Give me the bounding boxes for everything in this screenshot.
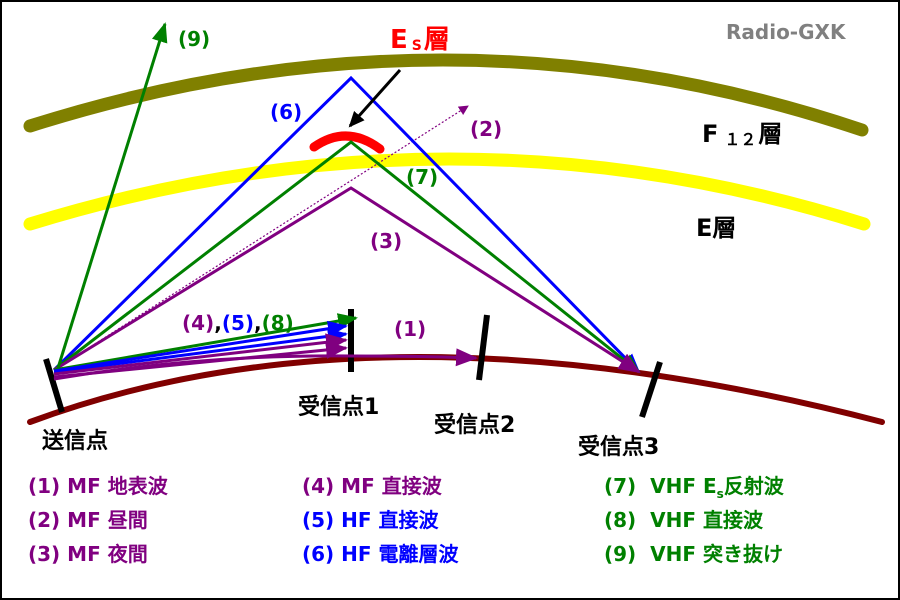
e-layer-arc [23, 152, 871, 231]
rx3-antenna [639, 361, 663, 418]
path-6-hf-sky [52, 75, 641, 374]
path-4-mf-direct-a [53, 333, 348, 376]
path-9-label: (9) [178, 27, 210, 51]
legend-item: (1) MF 地表波 [28, 474, 168, 498]
legend-item: (9) VHF 突き抜け [604, 542, 783, 566]
path-3-mf-night [53, 186, 641, 374]
e-layer-label: E層 [696, 214, 736, 242]
legend-item: (8) VHF 直接波 [604, 508, 763, 532]
path-7-label: (7) [406, 165, 438, 189]
legend-col3: (7) VHF Es反射波 (8) VHF 直接波 (9) VHF 突き抜け [604, 476, 784, 578]
path-9-vhf-through [56, 22, 168, 369]
path-5-hf-direct-a [53, 320, 348, 373]
path-1-label: (1) [394, 317, 426, 341]
legend-col2: (4) MF 直接波 (5) HF 直接波 (6) HF 電離層波 [302, 476, 459, 578]
legend-col1: (1) MF 地表波 (2) MF 昼間 (3) MF 夜間 [28, 476, 168, 578]
brand-label: Radio-GXK [726, 20, 847, 44]
legend-item: (5) HF 直接波 [302, 508, 439, 532]
rx2-label: 受信点2 [434, 412, 515, 438]
legend-item: (4) MF 直接波 [302, 474, 442, 498]
path-4-5-8-label: (4),(5),(8) [182, 311, 294, 335]
path-8-vhf-direct [53, 313, 358, 372]
path-6-label: (6) [270, 100, 302, 124]
path-5-hf-direct-b [53, 328, 348, 374]
legend-item: (6) HF 電離層波 [302, 542, 459, 566]
path-3-label: (3) [370, 229, 402, 253]
rx1-label: 受信点1 [298, 394, 379, 420]
legend-item: (2) MF 昼間 [28, 508, 148, 532]
legend-item: (7) VHF Es反射波 [604, 474, 784, 501]
path-7-vhf-es [53, 140, 641, 374]
rx2-antenna [476, 314, 490, 381]
tx-label: 送信点 [42, 428, 108, 454]
path-2-label: (2) [470, 117, 502, 141]
path-1-mf-ground [53, 348, 478, 381]
tx-antenna [43, 358, 65, 413]
f12-layer-arc [23, 53, 869, 137]
legend-item: (3) MF 夜間 [28, 542, 148, 566]
rx3-label: 受信点3 [578, 434, 659, 460]
es-pointer-arrow [348, 69, 402, 128]
es-layer-patch [309, 131, 385, 154]
